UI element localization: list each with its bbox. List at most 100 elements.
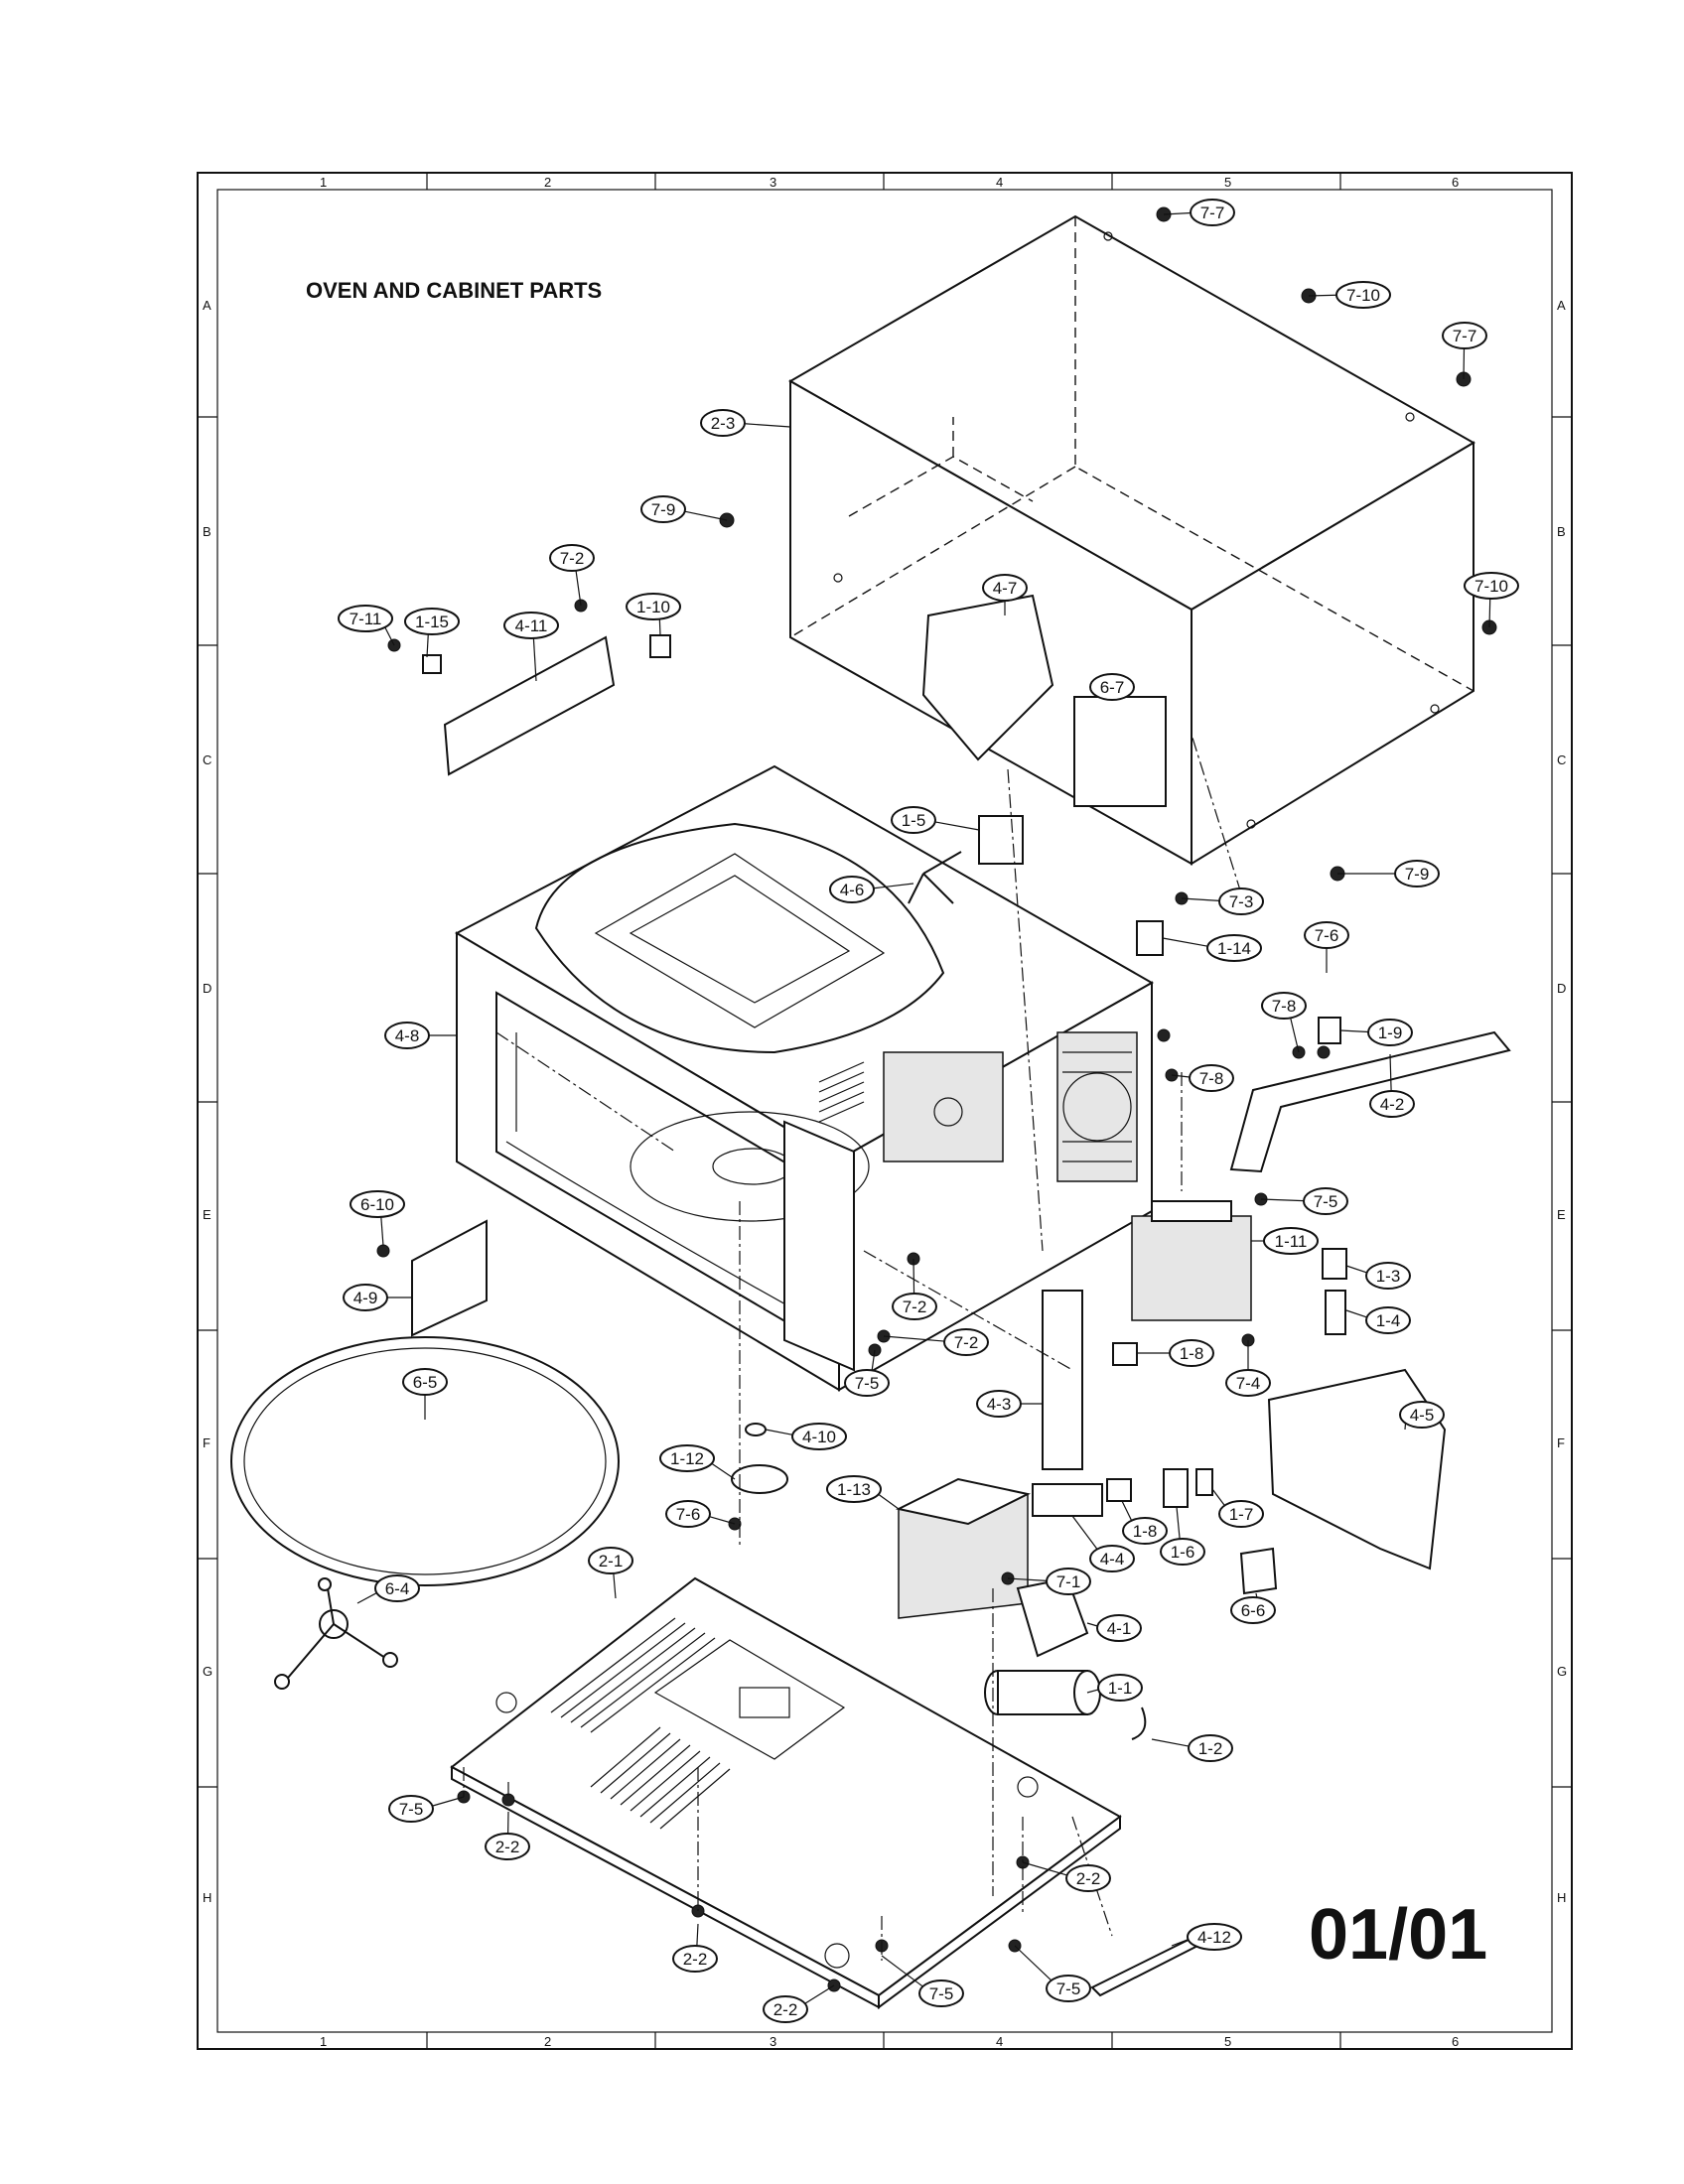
callout-bubble <box>1335 281 1391 309</box>
callout-6-5: 6-5 <box>402 1368 448 1420</box>
callout-7-7b: 7-7 <box>1442 322 1487 380</box>
callout-label: 6-10 <box>360 1195 394 1214</box>
callout-leader <box>696 1923 699 1947</box>
callout-label: 7-1 <box>1056 1572 1081 1591</box>
callout-bubble <box>1189 1064 1234 1092</box>
callout-bubble <box>640 495 686 523</box>
callout-label: 2-3 <box>711 414 736 433</box>
callout-label: 7-6 <box>676 1505 701 1524</box>
callout-label: 4-12 <box>1197 1928 1231 1947</box>
callout-bubble <box>1225 1369 1271 1397</box>
callout-label: 1-6 <box>1171 1543 1195 1562</box>
callout-label: 4-7 <box>993 579 1018 598</box>
grid-row-a-right: A <box>1557 298 1566 313</box>
callout-4-8: 4-8 <box>384 1022 457 1049</box>
callout-label: 4-6 <box>840 881 865 899</box>
callout-label: 7-5 <box>1314 1192 1338 1211</box>
assembly-lines <box>463 734 1242 1961</box>
callout-leader <box>684 510 728 521</box>
callout-bubble <box>892 1293 937 1320</box>
callout-1-14: 1-14 <box>1162 934 1262 962</box>
callout-1-11: 1-11 <box>1251 1227 1319 1255</box>
callout-label: 6-5 <box>413 1373 438 1392</box>
callout-bubble <box>1206 934 1262 962</box>
callout-7-7a: 7-7 <box>1163 199 1235 226</box>
callout-leader <box>1488 598 1491 628</box>
callout-leader <box>1151 1738 1190 1747</box>
callout-4-12: 4-12 <box>1171 1923 1242 1951</box>
callout-7-3: 7-3 <box>1181 887 1264 915</box>
callout-7-2c: 7-2 <box>883 1328 989 1356</box>
callout-label: 7-6 <box>1315 926 1339 945</box>
callout-bubble <box>1122 1517 1168 1545</box>
grid-col-3-bottom: 3 <box>770 2034 776 2049</box>
callout-bubble <box>1160 1538 1205 1566</box>
callout-7-8b: 7-8 <box>1171 1064 1234 1092</box>
callout-bubble <box>588 1547 633 1574</box>
callout-1-9: 1-9 <box>1339 1019 1413 1046</box>
oven-cavity-drawing <box>454 764 1155 1392</box>
callout-leader <box>1022 1861 1067 1876</box>
callout-bubble <box>826 1475 882 1503</box>
callout-label: 1-8 <box>1180 1344 1204 1363</box>
callout-bubble <box>982 574 1028 602</box>
callout-label: 1-9 <box>1378 1024 1403 1042</box>
callout-bubble <box>1089 673 1135 701</box>
callout-1-10: 1-10 <box>626 593 681 636</box>
callout-leader <box>1086 1622 1098 1627</box>
callout-leader <box>744 423 791 428</box>
callout-bubble <box>763 1995 808 2023</box>
callout-bubble <box>1187 1923 1242 1951</box>
callout-leader <box>711 1462 736 1480</box>
callout-bubble <box>1096 1614 1142 1642</box>
callout-label: 6-4 <box>385 1579 410 1598</box>
callout-bubble <box>1304 921 1349 949</box>
callout-label: 1-1 <box>1108 1679 1133 1698</box>
callout-4-9: 4-9 <box>343 1284 412 1311</box>
grid-row-f-right: F <box>1557 1435 1565 1450</box>
callout-label: 7-9 <box>1405 865 1430 884</box>
callout-4-5: 4-5 <box>1399 1401 1445 1431</box>
callout-7-5e: 7-5 <box>1014 1945 1091 2002</box>
callout-bubble <box>1065 1864 1111 1892</box>
callout-7-6a: 7-6 <box>1304 921 1349 973</box>
callout-bubble <box>844 1369 890 1397</box>
callout-leader <box>380 1216 384 1247</box>
callout-leader <box>1181 897 1220 901</box>
callout-label: 2-2 <box>773 2000 798 2019</box>
callout-leader <box>1345 1309 1367 1318</box>
callout-7-4: 7-4 <box>1225 1340 1271 1397</box>
grid-row-c: C <box>203 752 211 767</box>
callout-7-11: 7-11 <box>338 605 395 646</box>
callout-bubble <box>1365 1306 1411 1334</box>
callout-label: 1-2 <box>1198 1739 1223 1758</box>
callout-label: 1-5 <box>902 811 926 830</box>
callout-label: 7-7 <box>1200 204 1225 222</box>
callout-7-2b: 7-2 <box>892 1258 937 1320</box>
callout-label: 7-5 <box>855 1374 880 1393</box>
callout-bubble <box>1263 1227 1319 1255</box>
grid-row-g: G <box>203 1664 212 1679</box>
callout-label: 4-4 <box>1100 1550 1125 1569</box>
callout-leader <box>1121 1500 1133 1521</box>
callout-bubble <box>918 1979 964 2007</box>
callout-1-2: 1-2 <box>1151 1734 1233 1762</box>
callout-label: 4-3 <box>987 1395 1012 1414</box>
callout-bubble <box>404 608 460 635</box>
callout-bubble <box>384 1022 430 1049</box>
callout-7-1: 7-1 <box>1007 1568 1091 1595</box>
grid-col-1-bottom: 1 <box>320 2034 327 2049</box>
callout-label: 4-1 <box>1107 1619 1132 1638</box>
callout-bubble <box>791 1423 847 1450</box>
callout-label: 1-14 <box>1217 939 1251 958</box>
callout-bubble <box>503 612 559 639</box>
callout-bubble <box>1046 1975 1091 2002</box>
callout-7-10b: 7-10 <box>1464 572 1519 628</box>
callout-6-10: 6-10 <box>350 1190 405 1247</box>
callout-bubble <box>1218 887 1264 915</box>
callout-leader <box>881 1955 923 1987</box>
grid-row-e: E <box>203 1207 211 1222</box>
callout-1-5: 1-5 <box>891 806 980 834</box>
callout-leader <box>356 1592 377 1604</box>
